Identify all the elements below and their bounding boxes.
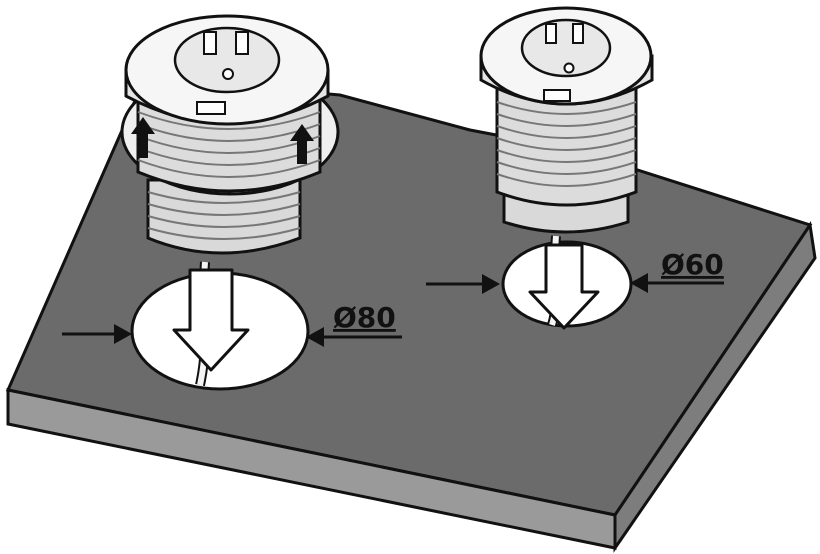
insert-arrow-small-icon (528, 243, 600, 330)
socket-small-pin-right (572, 23, 584, 44)
socket-large-face-recess (173, 26, 281, 94)
lift-arrow-left-icon (131, 117, 155, 158)
dimension-arrows-80 (62, 324, 402, 347)
label-diameter-80: Ø80 (333, 301, 396, 334)
socket-large-center-screw (222, 68, 234, 80)
socket-large-pin-right (235, 31, 249, 55)
socket-small-usb-port (543, 89, 571, 102)
socket-large-pin-left (203, 31, 217, 55)
socket-large-lower-body (146, 178, 302, 255)
insert-arrow-large-icon (172, 268, 250, 372)
socket-large-threaded-body (136, 98, 322, 193)
lift-arrow-right-icon (290, 124, 314, 164)
socket-small (479, 6, 654, 234)
socket-small-face-recess (520, 18, 612, 78)
socket-small-center-screw (563, 62, 575, 74)
socket-large-usb-port (196, 101, 226, 115)
socket-large (120, 14, 340, 255)
label-diameter-60: Ø60 (661, 248, 724, 281)
socket-small-threaded-body (495, 84, 638, 207)
socket-small-pin-left (545, 23, 557, 44)
dimension-arrows-60 (426, 273, 724, 294)
board-right-edge (613, 220, 817, 553)
